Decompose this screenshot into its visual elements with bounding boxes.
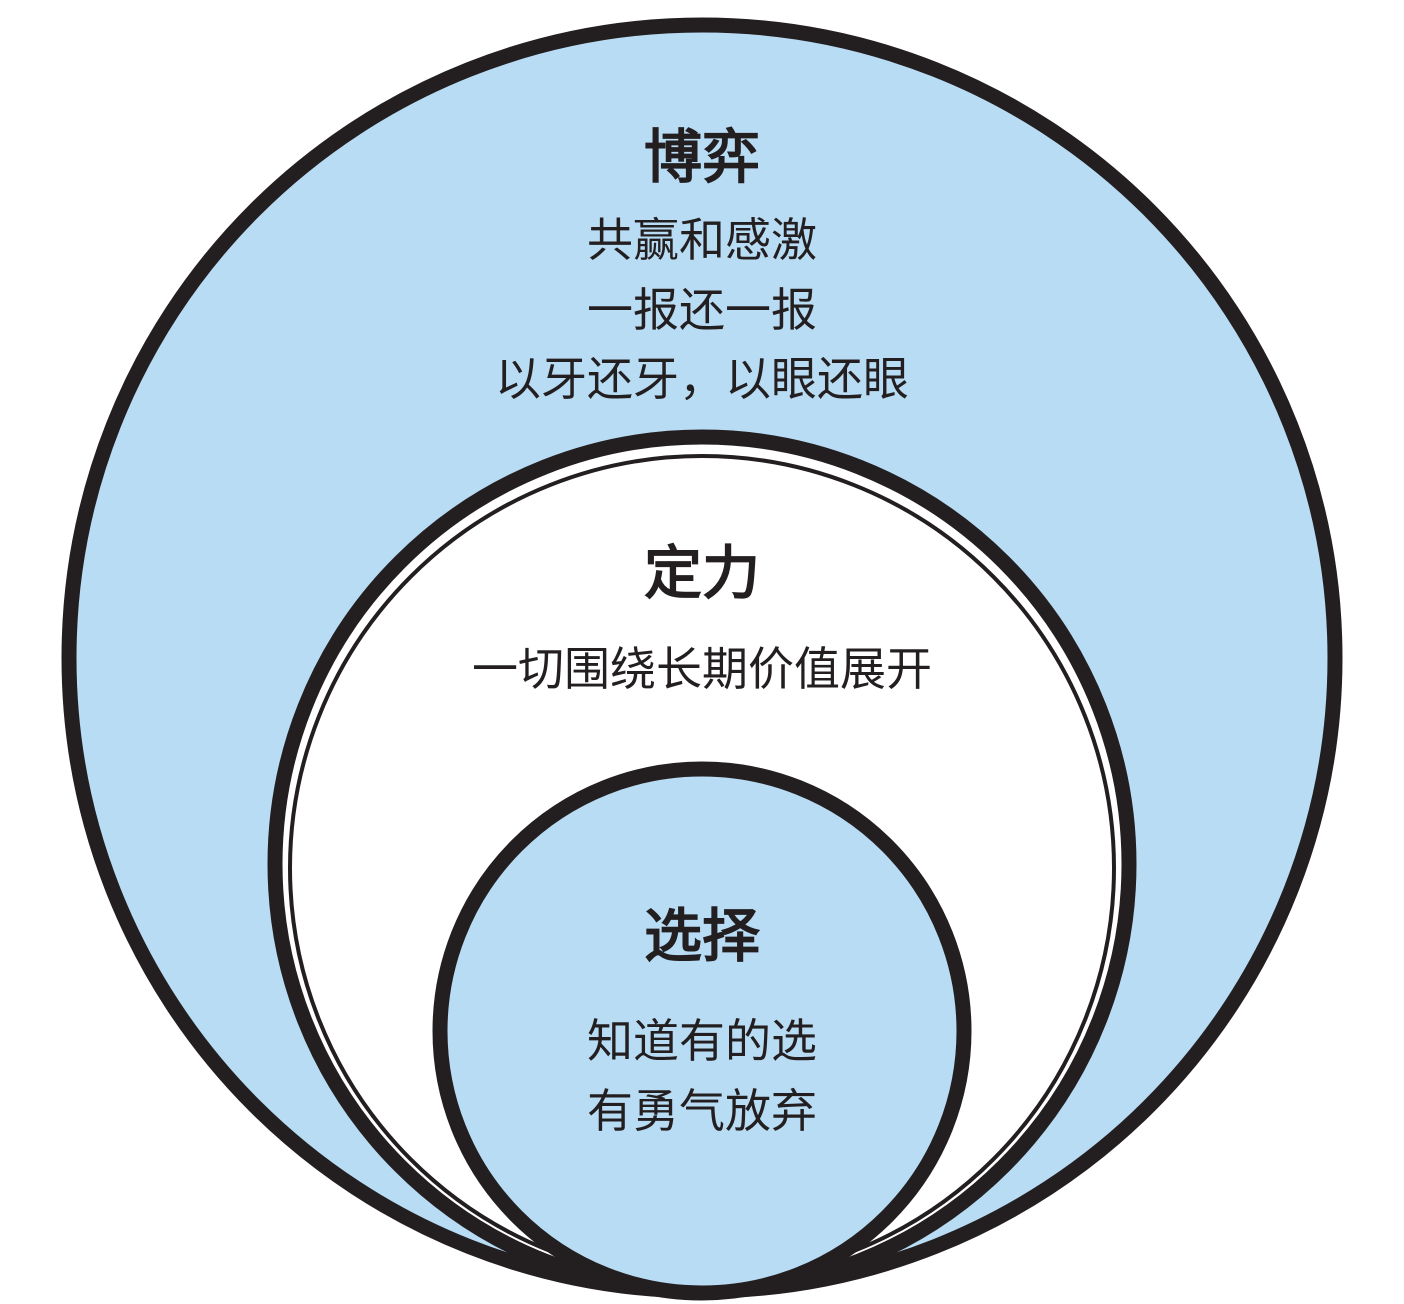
outer-line-2: 一报还一报 bbox=[587, 283, 817, 337]
outer-line-3: 以牙还牙，以眼还眼 bbox=[495, 352, 909, 406]
middle-title: 定力 bbox=[644, 539, 760, 607]
inner-line-2: 有勇气放弃 bbox=[587, 1084, 817, 1138]
middle-line-1: 一切围绕长期价值展开 bbox=[472, 642, 932, 696]
inner-circle-choice bbox=[432, 761, 972, 1301]
outer-title: 博弈 bbox=[644, 123, 760, 191]
inner-title: 选择 bbox=[644, 902, 761, 970]
outer-line-1: 共赢和感激 bbox=[587, 213, 817, 267]
inner-line-1: 知道有的选 bbox=[587, 1014, 817, 1068]
